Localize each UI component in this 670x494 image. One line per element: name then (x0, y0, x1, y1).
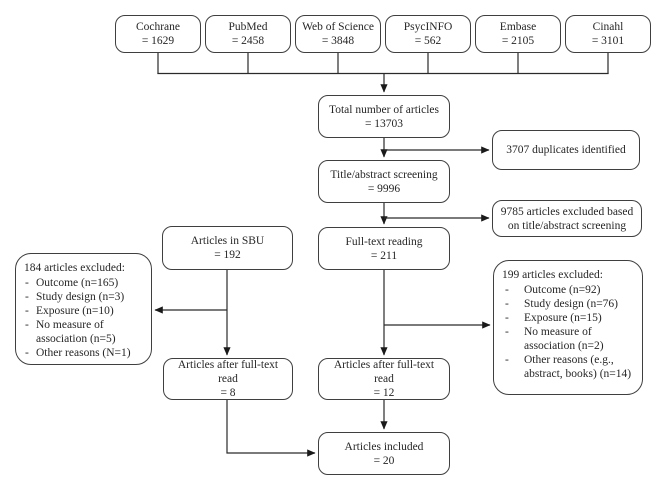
excluded-reason: No measure of association (n=5) (24, 318, 146, 346)
source-label: Embase (499, 21, 537, 33)
source-count: = 2105 (501, 35, 535, 47)
node-count: = 13703 (364, 117, 404, 130)
source-count: = 3101 (591, 35, 625, 47)
source-label: PsycINFO (403, 21, 453, 33)
node-source-pubmed: PubMed = 2458 (205, 15, 291, 53)
source-label: PubMed (228, 21, 268, 33)
source-label: Web of Science (302, 21, 374, 33)
excluded-reason-list: Outcome (n=165) Study design (n=3) Expos… (24, 276, 146, 360)
excluded-title: 199 articles excluded: (502, 269, 603, 281)
node-source-web-of-science: Web of Science = 3848 (295, 15, 381, 53)
excluded-reason: Other reasons (e.g., abstract, books) (n… (502, 353, 637, 381)
excluded-title: 184 articles excluded: (24, 262, 125, 274)
node-count: = 211 (370, 249, 398, 262)
node-fulltext-excluded: 199 articles excluded: Outcome (n=92) St… (493, 260, 643, 395)
node-count: = 12 (373, 387, 395, 399)
node-title: Articles after full-text read (333, 359, 435, 385)
excluded-reason: Study design (n=3) (24, 290, 146, 304)
node-source-cinahl: Cinahl = 3101 (565, 15, 651, 53)
node-count: = 192 (214, 249, 241, 261)
node-title: Articles included (344, 440, 424, 453)
excluded-reason: Outcome (n=92) (502, 283, 637, 297)
node-sbu-excluded: 184 articles excluded: Outcome (n=165) S… (15, 253, 152, 365)
node-total-articles: Total number of articles = 13703 (318, 95, 450, 138)
node-after-fulltext-main: Articles after full-text read = 12 (318, 358, 450, 400)
excluded-reason-list: Outcome (n=92) Study design (n=76) Expos… (502, 283, 637, 381)
source-label: Cochrane (135, 21, 181, 33)
node-title: Title/abstract screening (330, 168, 438, 181)
excluded-reason: Exposure (n=10) (24, 304, 146, 318)
node-title-abstract-screening: Title/abstract screening = 9996 (318, 160, 450, 203)
node-screening-excluded: 9785 articles excluded based on title/ab… (492, 200, 642, 237)
node-source-embase: Embase = 2105 (475, 15, 561, 53)
excluded-reason: Outcome (n=165) (24, 276, 146, 290)
excluded-reason: Study design (n=76) (502, 297, 637, 311)
node-title: Articles after full-text read (177, 359, 279, 385)
node-source-psycinfo: PsycINFO = 562 (385, 15, 471, 53)
node-title: Articles in SBU (190, 235, 265, 247)
node-fulltext-reading: Full-text reading = 211 (318, 227, 450, 270)
excluded-reason: Other reasons (N=1) (24, 346, 146, 360)
source-count: = 562 (414, 35, 442, 47)
node-title: 9785 articles excluded based on title/ab… (500, 205, 634, 232)
source-count: = 1629 (141, 35, 175, 47)
node-title: Total number of articles (328, 103, 439, 116)
node-count: = 9996 (367, 182, 401, 195)
source-label: Cinahl (592, 21, 624, 33)
source-stub-lines (157, 53, 609, 74)
node-articles-included: Articles included = 20 (318, 432, 450, 475)
node-title: Full-text reading (345, 235, 423, 248)
excluded-reason: Exposure (n=15) (502, 311, 637, 325)
node-count: = 8 (220, 387, 236, 399)
node-articles-in-sbu: Articles in SBU = 192 (162, 226, 293, 270)
source-count: = 2458 (231, 35, 265, 47)
excluded-reason: No measure of association (n=2) (502, 325, 637, 353)
node-after-fulltext-sbu: Articles after full-text read = 8 (163, 358, 293, 400)
node-duplicates-identified: 3707 duplicates identified (492, 130, 640, 170)
node-source-cochrane: Cochrane = 1629 (115, 15, 201, 53)
arrow-after8-to-included (226, 400, 316, 457)
source-count: = 3848 (321, 35, 355, 47)
node-count: = 20 (373, 454, 395, 467)
node-title: 3707 duplicates identified (506, 144, 626, 156)
